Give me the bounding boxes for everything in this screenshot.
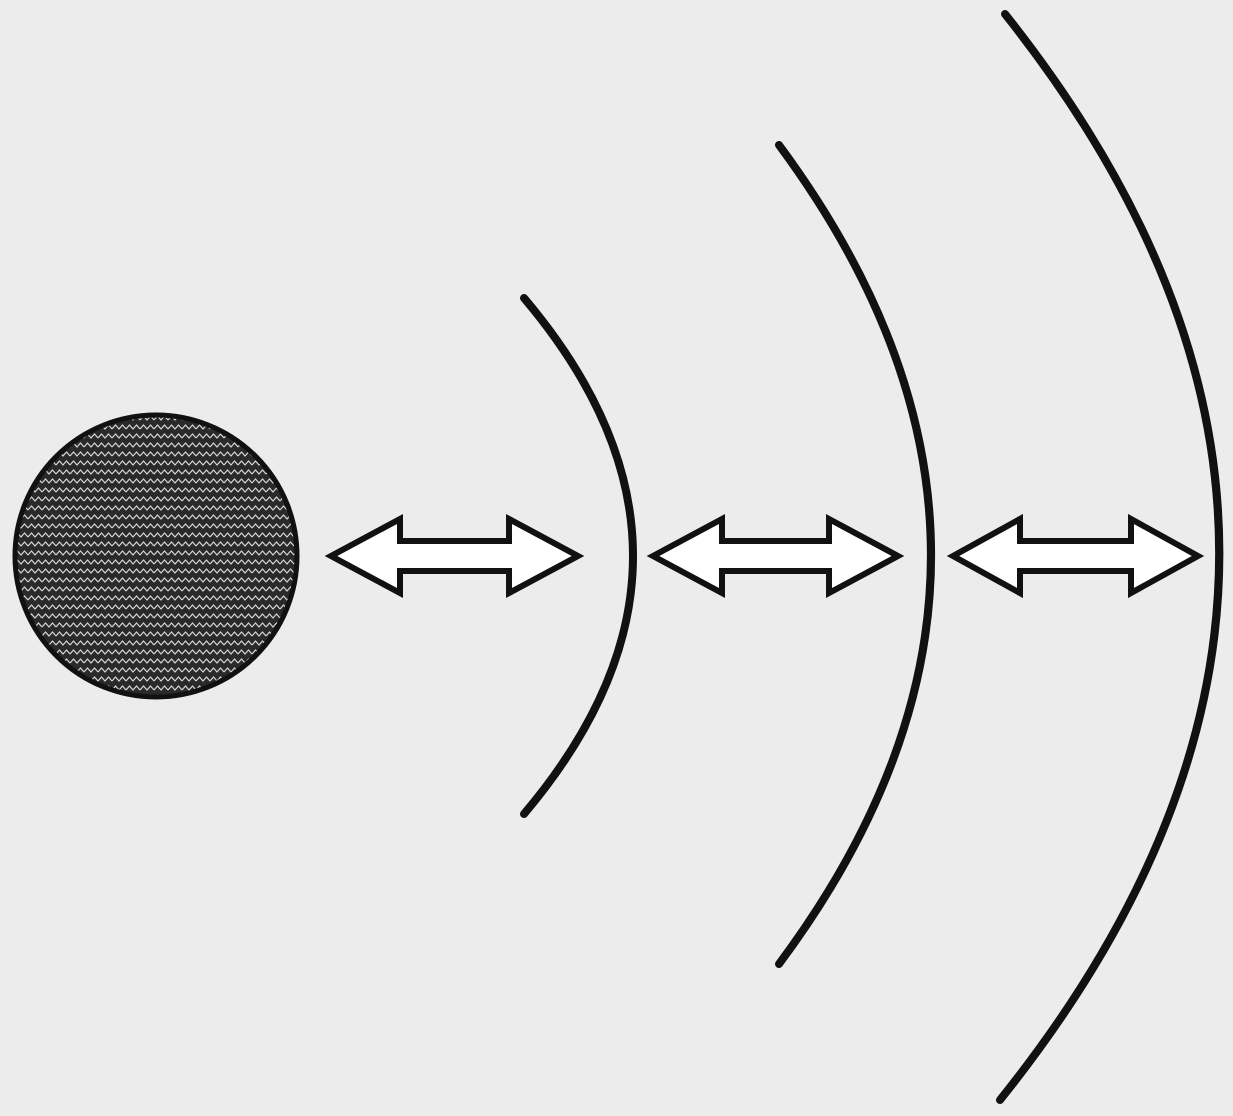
double-arrow-icon-1	[331, 519, 578, 593]
double-arrow-icon-3	[953, 519, 1198, 593]
double-arrow-icon-2	[653, 519, 898, 593]
source-circle-icon	[15, 415, 297, 697]
